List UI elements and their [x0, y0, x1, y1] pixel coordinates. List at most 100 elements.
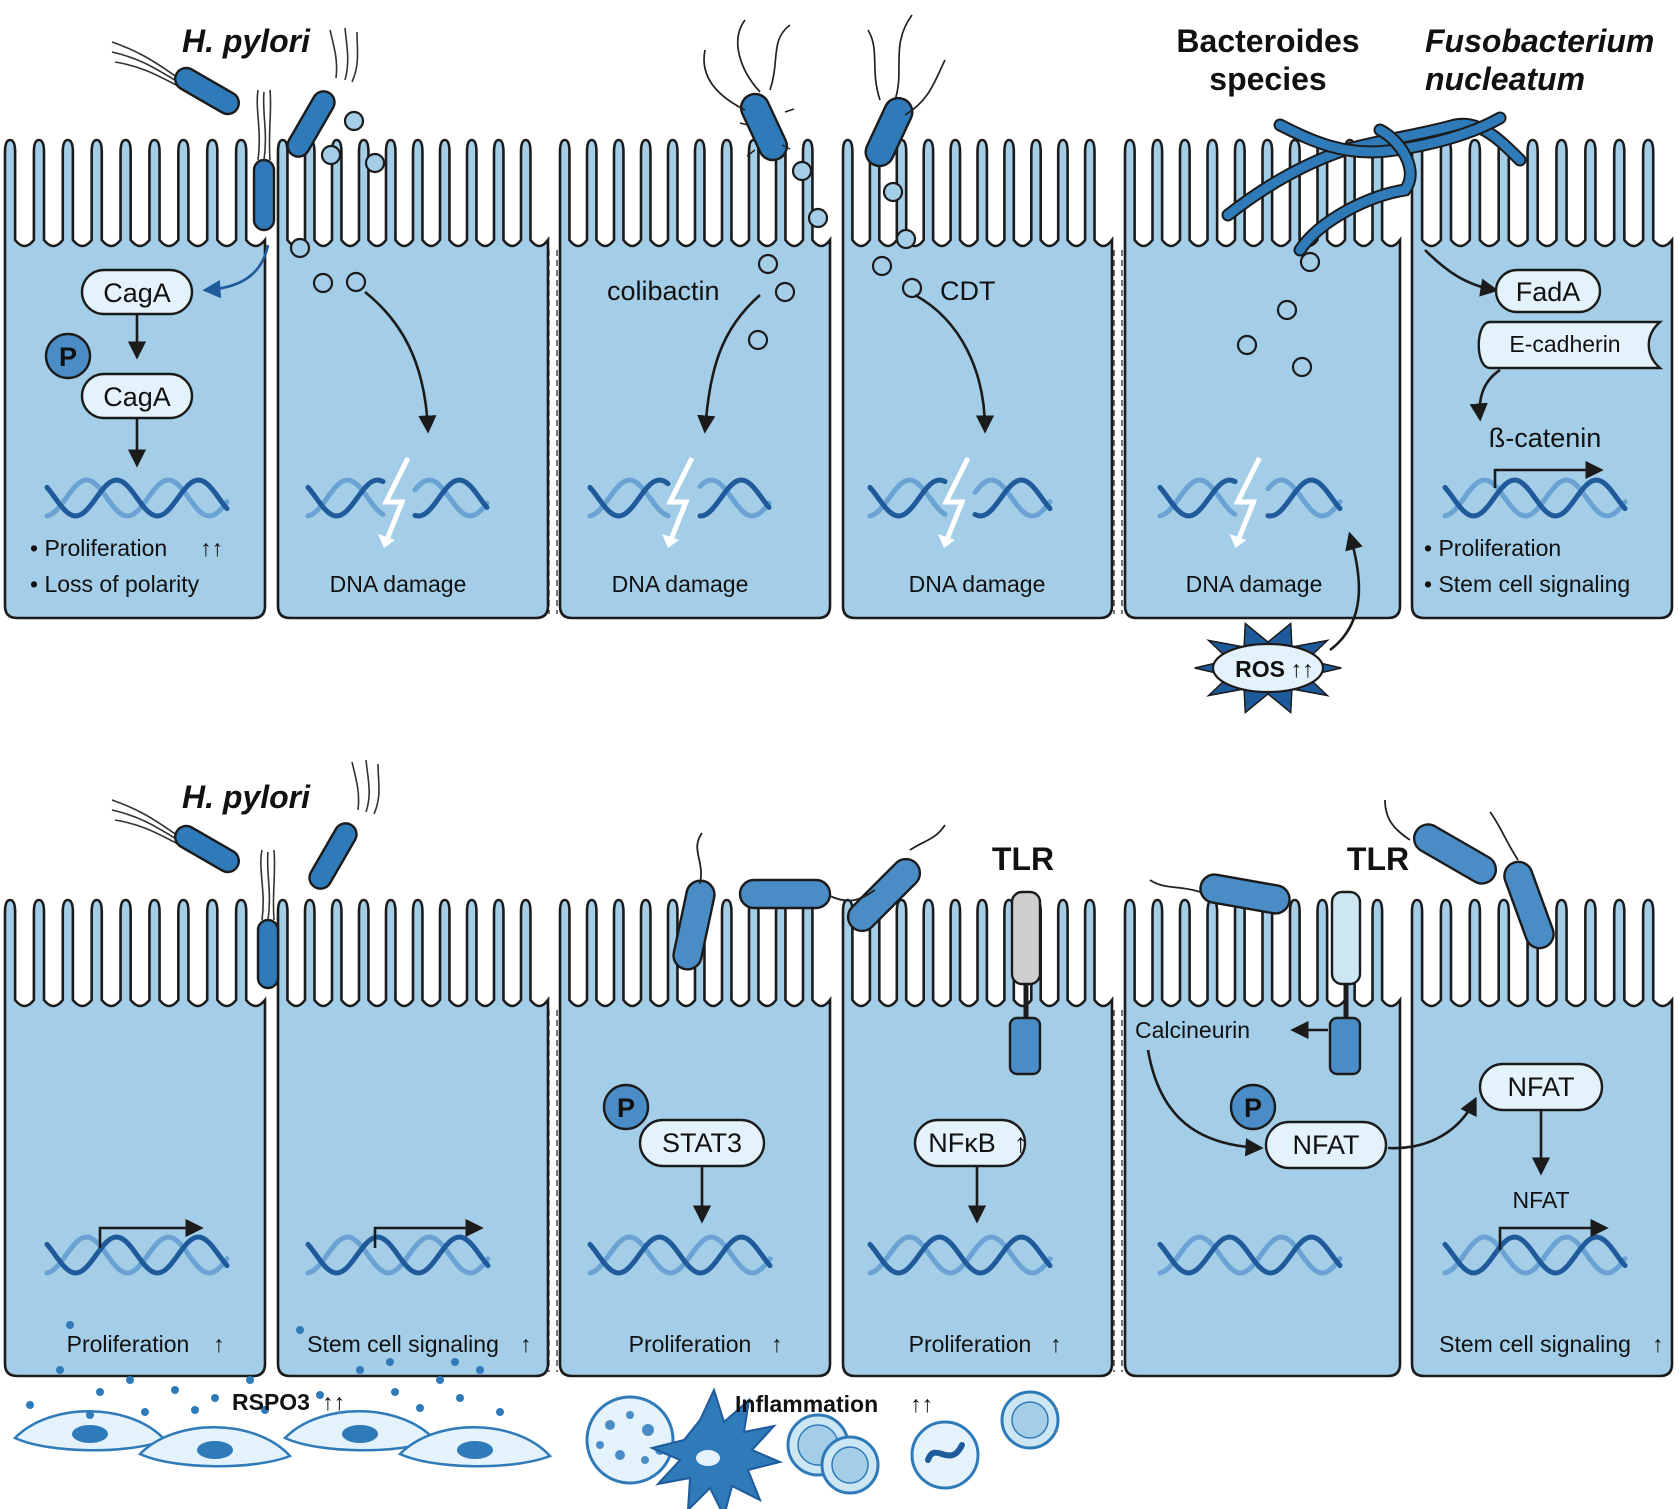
dna-strand: [305, 1234, 491, 1276]
dna-strand-damaged: [412, 477, 490, 519]
dna-strand: [1157, 1234, 1343, 1276]
inflammation-up-arrows: ↑↑: [910, 1391, 933, 1417]
toxin-particles-hp: [289, 110, 386, 294]
bcatenin-transcription-arrow: [1493, 460, 1604, 488]
prolif-label-b4: Proliferation: [909, 1331, 1032, 1357]
tlr-receptor-1: [1010, 890, 1042, 986]
dna-strand: [44, 477, 230, 519]
stem-label-b6: Stem cell signaling: [1439, 1331, 1631, 1357]
hpylori-bacteria-bottom: [111, 759, 380, 990]
ros-arrow: [1329, 531, 1363, 652]
rspo3-particles: [26, 1321, 504, 1419]
rspo3-dot: [356, 1366, 364, 1374]
rspo3-dot: [171, 1386, 179, 1394]
fadA-label: FadA: [1516, 277, 1581, 307]
dna-strands: [44, 456, 1628, 1276]
toxin-particles-bacteroides: [1236, 251, 1321, 378]
bacteroides-title-2: species: [1209, 61, 1326, 97]
dna-break-bolt: [381, 456, 411, 543]
dna-strand-damaged: [1265, 477, 1343, 519]
dna-strand: [44, 477, 230, 519]
rspo3-dot: [316, 1391, 324, 1399]
rspo3-dot: [66, 1321, 74, 1329]
dna-break-bolt: [941, 456, 971, 543]
ecadherin-shape: [1477, 320, 1664, 370]
nfat-transcription-arrow: [1498, 1218, 1609, 1250]
dna-strand-damaged: [1157, 477, 1238, 519]
nfat-bacteria: [1149, 799, 1555, 950]
up-arrows-prolif: ↑↑: [200, 535, 223, 561]
phospho-label-stat3: P: [617, 1093, 635, 1123]
tlr-label-1: TLR: [992, 841, 1054, 877]
rspo3-dot: [211, 1394, 219, 1402]
dna-strand: [587, 1234, 773, 1276]
tlr-receptor-2: [1330, 890, 1362, 986]
dna-strand: [1442, 477, 1628, 519]
fusobacterium-title-1: Fusobacterium: [1425, 23, 1654, 59]
dna-strand-damaged: [972, 477, 1053, 519]
dna-damage-label-2: DNA damage: [330, 571, 467, 597]
calcineurin-label: Calcineurin: [1135, 1017, 1250, 1043]
ecadherin-label: E-cadherin: [1509, 331, 1620, 357]
phospho-circle-nfat: [1229, 1083, 1277, 1131]
nfkb-label: NFκB: [928, 1128, 996, 1158]
dna-strand: [867, 1234, 1053, 1276]
cdt-label: CDT: [940, 276, 996, 306]
fuso-arrow: [1424, 249, 1499, 297]
ecadherin-arrow: [1469, 368, 1501, 422]
dna-strand: [1442, 1234, 1628, 1276]
nfat-label: NFAT: [1508, 1072, 1575, 1102]
colibactin-arrow: [697, 294, 761, 434]
up-arrow-b6: ↑: [1652, 1331, 1664, 1357]
bottom-cell-1: [3, 898, 267, 1378]
rspo3-dot: [416, 1404, 424, 1412]
rspo3-dot: [456, 1394, 464, 1402]
cagA-inject-arrow: [202, 244, 270, 299]
up-arrow-b2: ↑: [520, 1331, 532, 1357]
dna-damage-label-4: DNA damage: [909, 571, 1046, 597]
transcription-arrow-b2: [373, 1218, 484, 1248]
stat3-label: STAT3: [662, 1128, 742, 1158]
rspo3-dot: [391, 1388, 399, 1396]
rspo3-dot: [261, 1406, 269, 1414]
phospho-circle-cagA: [44, 332, 92, 380]
dna-strand-damaged: [867, 477, 948, 519]
outcome-polarity-top: • Loss of polarity: [30, 571, 200, 597]
colibactin-label: colibactin: [607, 276, 720, 306]
colibactin-bacteria: [703, 14, 946, 168]
fibroblasts: [12, 1410, 553, 1468]
cagA-p-label: CagA: [103, 382, 171, 412]
rspo3-up-arrows: ↑↑: [322, 1389, 345, 1415]
inflammation-label: Inflammation: [735, 1391, 878, 1417]
stem-label-b2: Stem cell signaling: [307, 1331, 499, 1357]
dna-strand: [867, 1234, 1053, 1276]
fuso-outcome-1: • Proliferation: [1424, 535, 1561, 561]
bottom-epithelium: [3, 898, 1674, 1378]
nfat-p-label: NFAT: [1293, 1130, 1360, 1160]
nfat-translocate-arrow: [1387, 1096, 1477, 1150]
dna-strand: [305, 1234, 491, 1276]
rspo3-dot: [246, 1376, 254, 1384]
nfat-nuclear-label: NFAT: [1512, 1187, 1569, 1213]
cagA-label: CagA: [103, 278, 171, 308]
transcription-arrow-b1: [98, 1218, 204, 1248]
fuso-outcome-2: • Stem cell signaling: [1424, 571, 1630, 597]
fusobacterium-title-2: nucleatum: [1425, 61, 1585, 97]
up-arrow-b1: ↑: [213, 1331, 225, 1357]
hpylori-bacteria-top: [111, 27, 359, 232]
dna-strand: [1157, 1234, 1343, 1276]
tlr-intracellular-2: [1328, 1016, 1362, 1076]
calcineurin-to-nfat: [1146, 1049, 1264, 1157]
rspo3-dot: [191, 1406, 199, 1414]
damage-arrow-hp: [364, 290, 437, 434]
hpylori-title-top: H. pylori: [182, 23, 311, 59]
immune-cells: [585, 1387, 1060, 1509]
rspo3-dot: [496, 1408, 504, 1416]
tlr-label-2: TLR: [1347, 841, 1409, 877]
top-cell-2: [276, 138, 550, 620]
stat3-bacteria: [672, 824, 946, 971]
phospho-circle-stat3: [602, 1083, 650, 1131]
prolif-label-b3: Proliferation: [629, 1331, 752, 1357]
dna-break-bolt: [665, 456, 695, 543]
bottom-cell-2: [276, 898, 550, 1378]
